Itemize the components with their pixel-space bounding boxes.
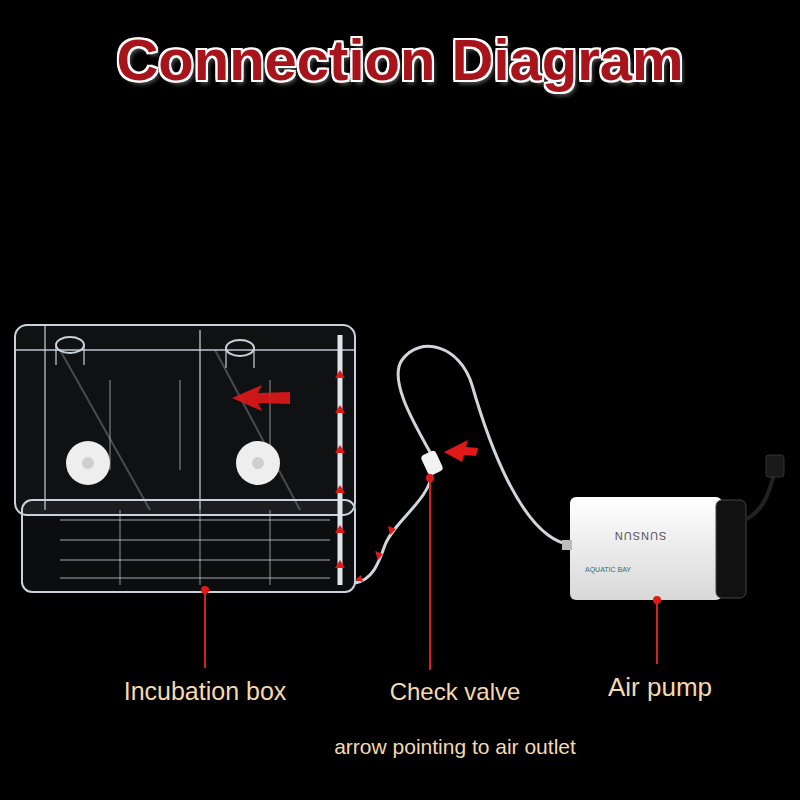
note: arrow pointing to air outlet [325, 734, 585, 760]
flow-arrows [355, 440, 478, 582]
check-valve-figure [420, 450, 444, 477]
incubation-box-figure [15, 325, 355, 592]
air-tube [398, 346, 572, 545]
suction-cup [66, 441, 110, 485]
suction-cup-center [252, 457, 264, 469]
title: Connection Diagram [0, 26, 800, 93]
part-label: Incubation box [120, 676, 290, 706]
watermark: AQUATIC BAY [578, 566, 638, 573]
part-label: Check valve [345, 678, 565, 707]
suction-cup [236, 441, 280, 485]
leader-lines [201, 474, 661, 670]
part-label: Air pump [570, 672, 750, 703]
air-pump-figure [562, 455, 784, 600]
air-tube [355, 472, 432, 583]
flow-arrows [232, 370, 345, 568]
suction-cup-center [82, 457, 94, 469]
brand-mark: SUNSUN [600, 530, 680, 541]
